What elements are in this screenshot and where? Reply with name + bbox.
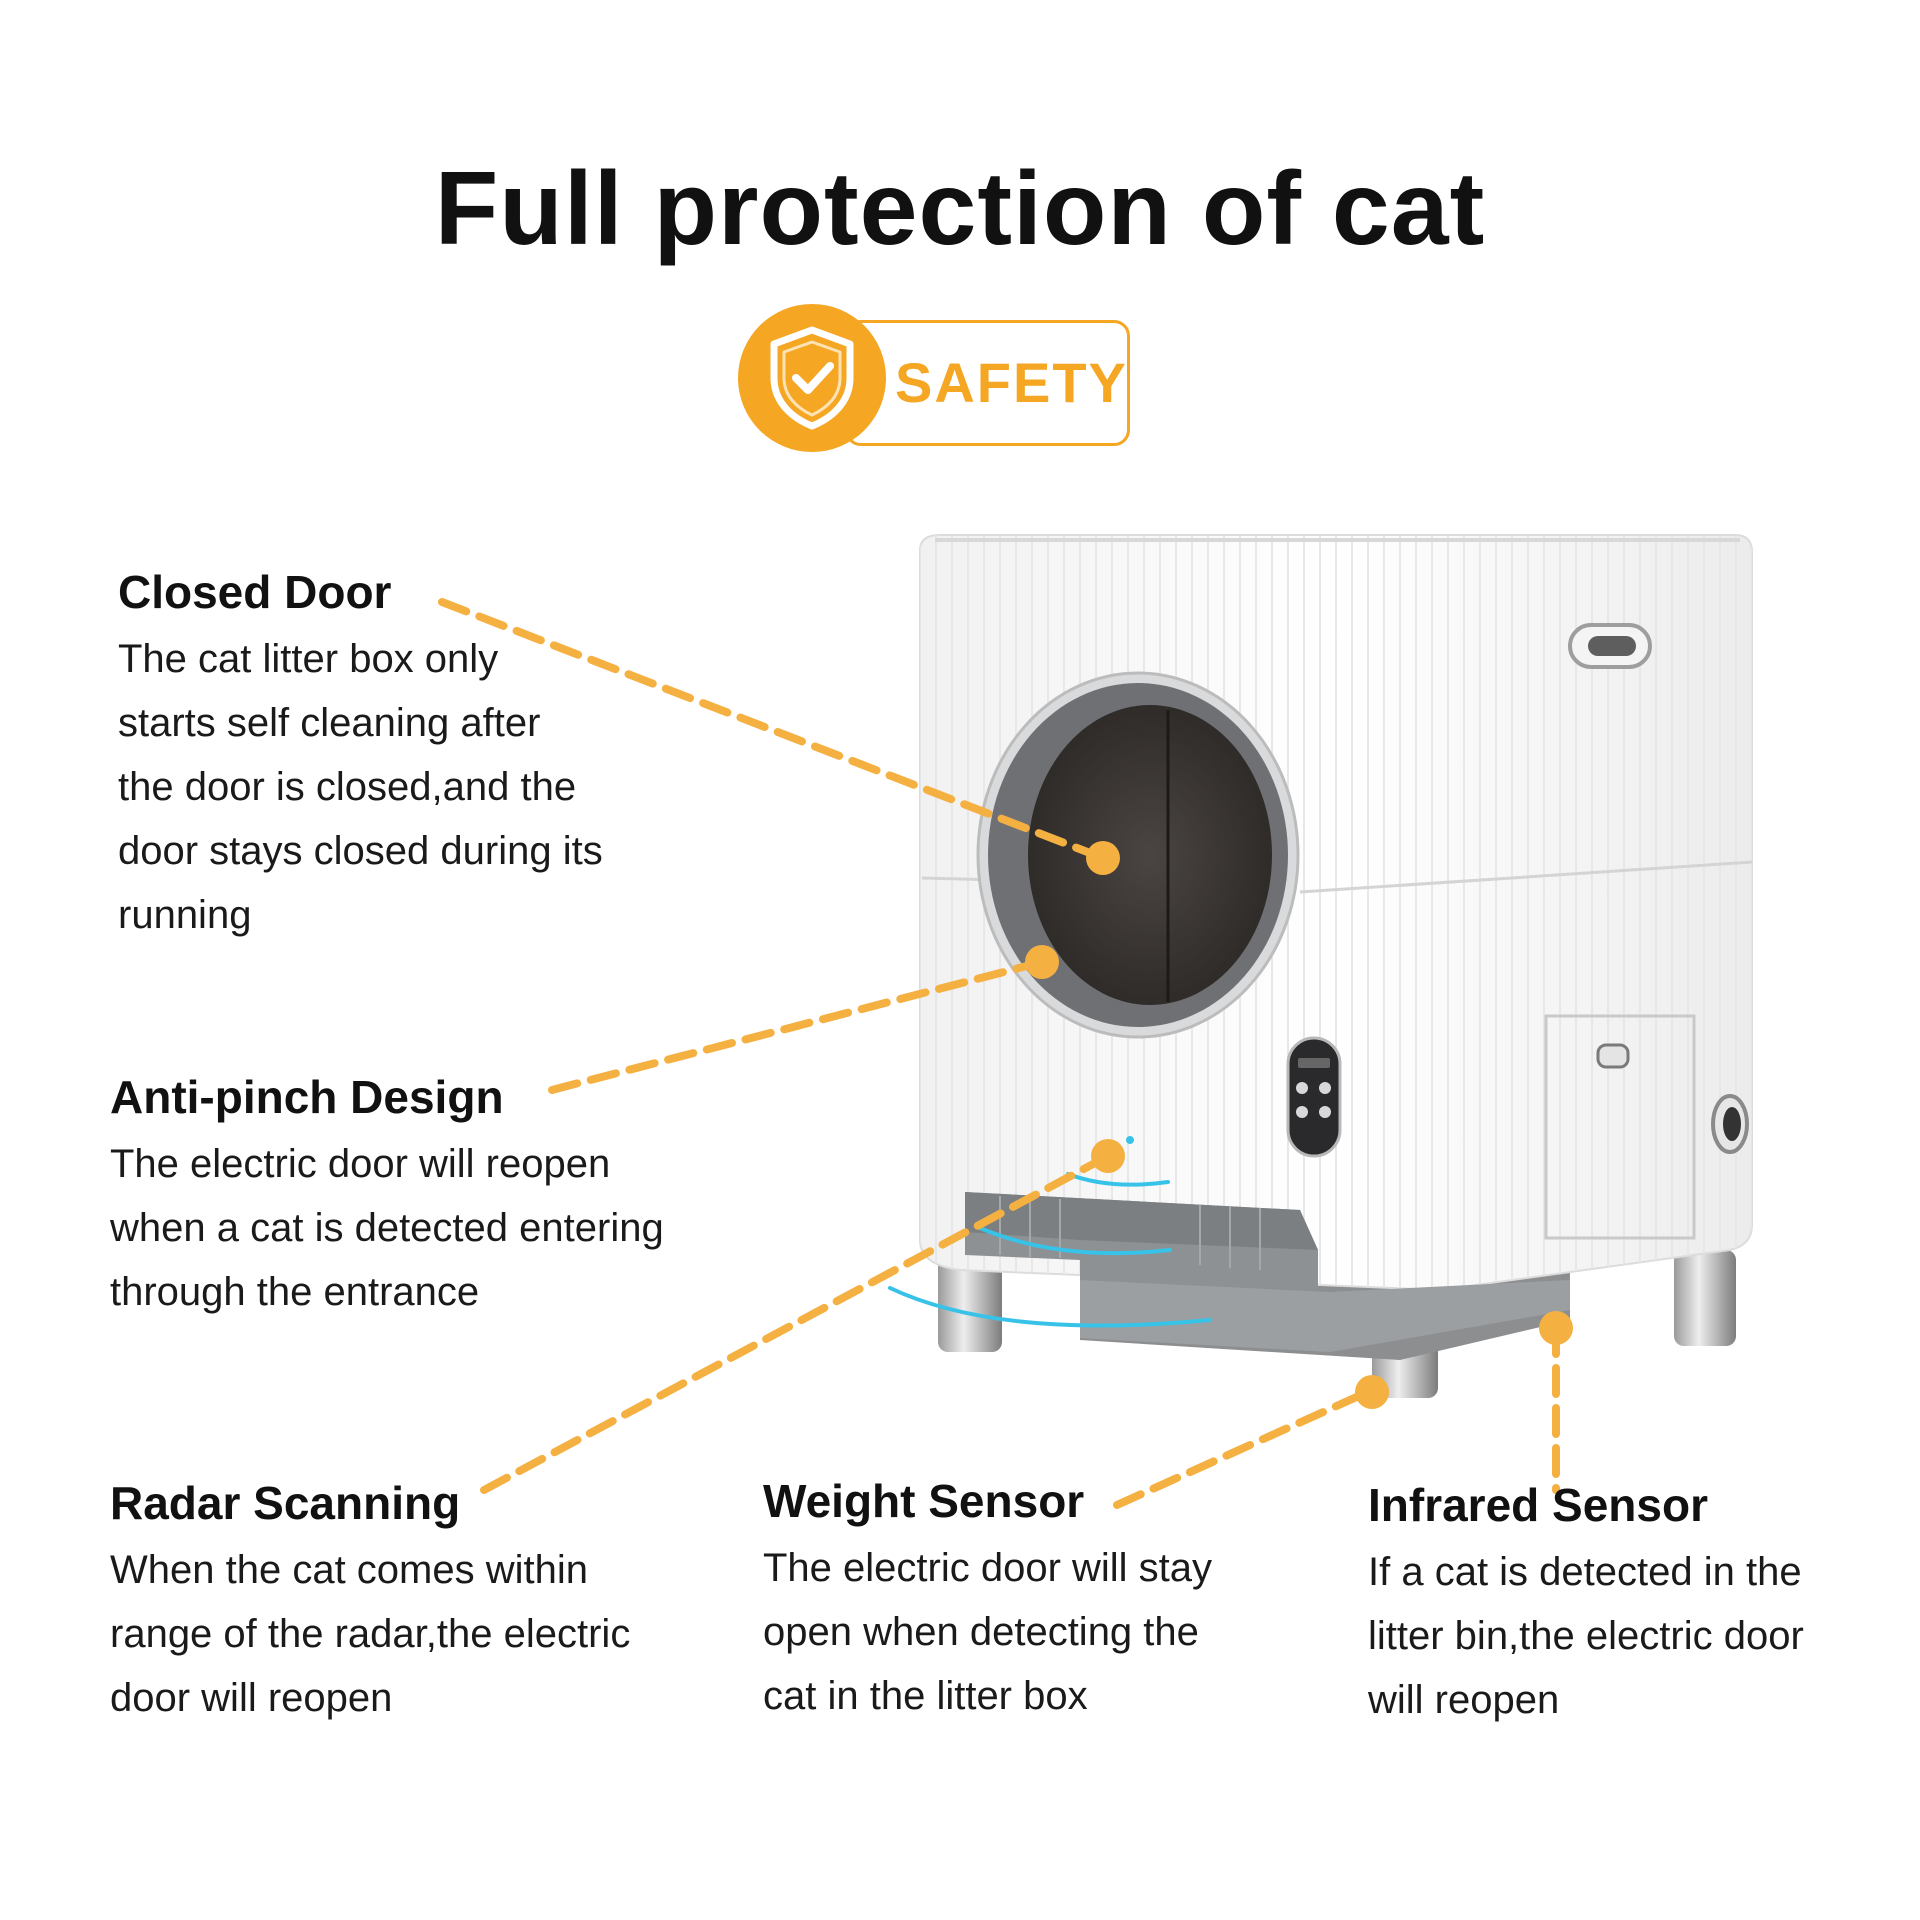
- description-line: starts self cleaning after: [118, 701, 541, 745]
- description-line: the door is closed,and the: [118, 765, 577, 809]
- description-line: The electric door will stay: [763, 1546, 1213, 1590]
- safety-badge-label: SAFETY: [895, 351, 1128, 414]
- feature-description: The electric door will reopen when a cat…: [110, 1132, 750, 1324]
- feature-closed-door: Closed Door The cat litter box only star…: [118, 565, 678, 947]
- description-line: running: [118, 893, 252, 937]
- description-line: cat in the litter box: [763, 1674, 1088, 1718]
- description-line: The cat litter box only: [118, 637, 499, 681]
- description-line: If a cat is detected in the: [1368, 1550, 1802, 1594]
- feature-heading: Closed Door: [118, 566, 392, 618]
- shield-check-icon: [738, 304, 886, 452]
- feature-description: When the cat comes within range of the r…: [110, 1538, 730, 1730]
- feature-heading: Infrared Sensor: [1368, 1479, 1708, 1531]
- feature-description: The cat litter box only starts self clea…: [118, 627, 678, 947]
- feature-weight-sensor: Weight Sensor The electric door will sta…: [763, 1474, 1323, 1728]
- feature-heading: Weight Sensor: [763, 1475, 1085, 1527]
- feature-description: The electric door will stay open when de…: [763, 1536, 1323, 1728]
- description-line: when a cat is detected entering: [110, 1206, 664, 1250]
- page-title: Full protection of cat: [434, 151, 1486, 267]
- feature-anti-pinch: Anti-pinch Design The electric door will…: [110, 1070, 750, 1324]
- description-line: door stays closed during its: [118, 829, 603, 873]
- description-line: The electric door will reopen: [110, 1142, 611, 1186]
- safety-badge: [845, 320, 1130, 446]
- description-line: will reopen: [1368, 1678, 1560, 1722]
- feature-description: If a cat is detected in the litter bin,t…: [1368, 1540, 1888, 1732]
- description-line: When the cat comes within: [110, 1548, 588, 1592]
- description-line: litter bin,the electric door: [1368, 1614, 1804, 1658]
- feature-radar-scanning: Radar Scanning When the cat comes within…: [110, 1476, 730, 1730]
- description-line: open when detecting the: [763, 1610, 1199, 1654]
- description-line: range of the radar,the electric: [110, 1612, 631, 1656]
- description-line: through the entrance: [110, 1270, 480, 1314]
- description-line: door will reopen: [110, 1676, 393, 1720]
- feature-heading: Radar Scanning: [110, 1477, 461, 1529]
- feature-infrared-sensor: Infrared Sensor If a cat is detected in …: [1368, 1478, 1888, 1732]
- feature-heading: Anti-pinch Design: [110, 1071, 504, 1123]
